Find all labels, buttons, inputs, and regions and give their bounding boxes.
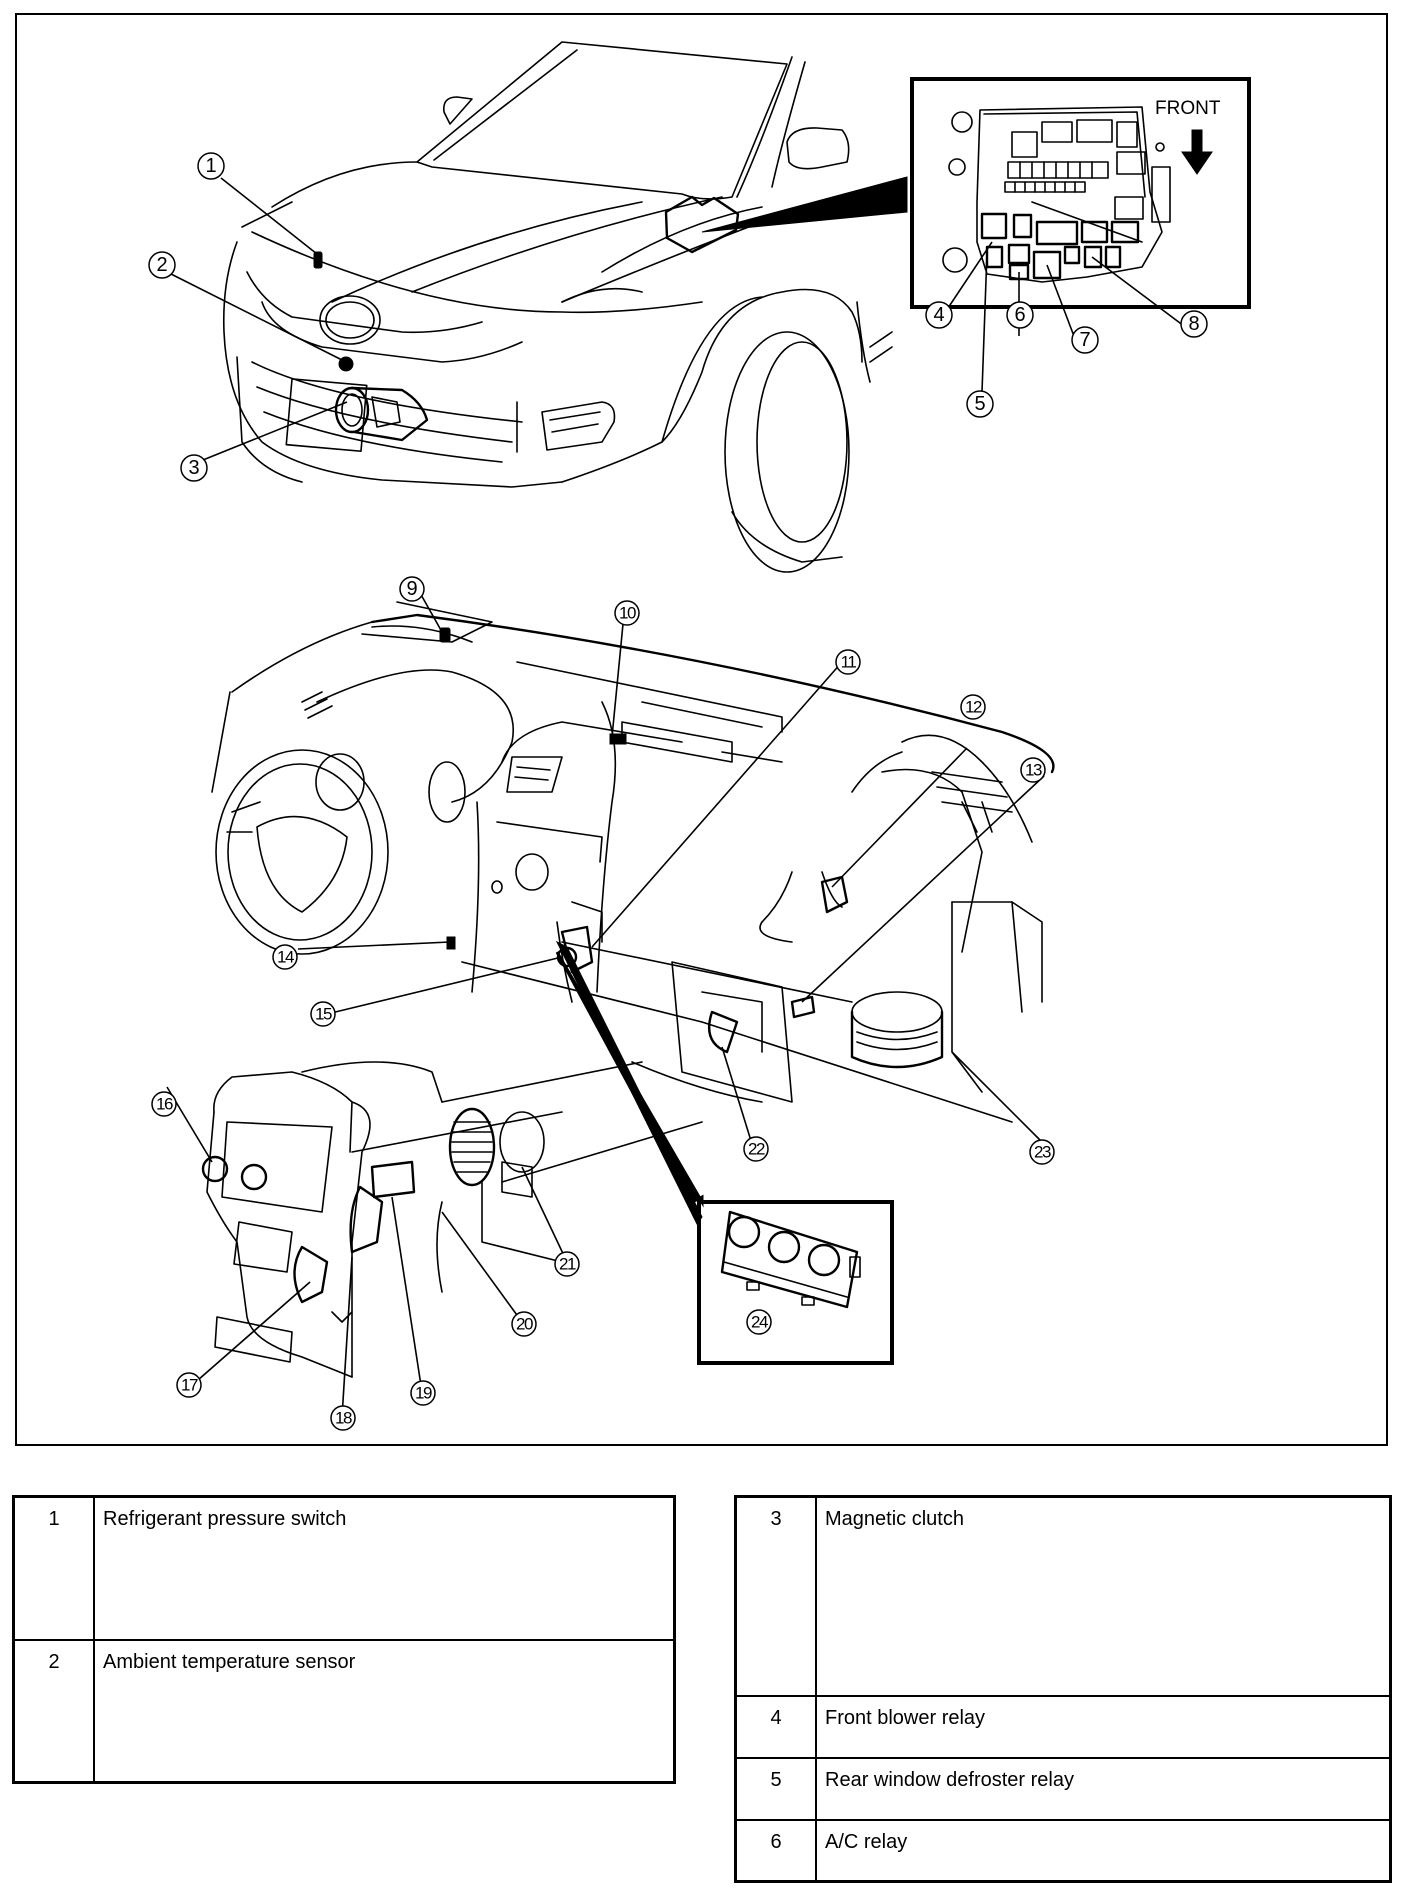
svg-text:22: 22 [748,1140,765,1159]
component-location-diagram: FRONT [15,13,1388,1446]
callout-15: 15 [310,1001,336,1027]
callout-14: 14 [272,944,298,970]
legend-number: 1 [12,1495,95,1641]
callout-6: 6 [1006,301,1034,329]
pressure-switch-part [313,251,323,269]
front-label: FRONT [1155,98,1221,119]
switch-part-14 [446,936,456,950]
ambient-sensor-part [338,356,354,372]
callout-19: 19 [410,1380,436,1406]
callout-12: 12 [960,694,986,720]
callout-18: 18 [330,1405,356,1431]
svg-text:21: 21 [559,1255,576,1274]
callout-1: 1 [197,152,225,180]
legend-description: Rear window defroster relay [815,1756,1392,1821]
compressor-part [334,386,429,442]
svg-text:15: 15 [315,1005,332,1024]
legend-description: A/C relay [815,1818,1392,1883]
vehicle-front-view [222,41,908,573]
svg-text:20: 20 [516,1315,533,1334]
svg-text:3: 3 [188,457,199,479]
svg-text:9: 9 [406,578,417,600]
callout-markers: 1 2 3 4 5 6 7 8 9 10 11 12 13 14 15 16 1… [148,152,1208,1431]
callout-24: 24 [746,1309,772,1335]
legend-number: 5 [734,1756,817,1821]
diagram-artwork: FRONT [148,41,1251,1431]
legend-row: 6 A/C relay [734,1818,1392,1883]
callout-5: 5 [966,390,994,418]
svg-text:5: 5 [974,393,985,415]
callout-22: 22 [743,1136,769,1162]
rear-console-view [201,1061,703,1378]
dashboard-view [211,601,1055,1123]
legend-description: Magnetic clutch [815,1495,1392,1697]
legend-description: Front blower relay [815,1694,1392,1759]
callout-11: 11 [835,649,861,675]
callout-2: 2 [148,251,176,279]
fuse-box-inset: FRONT [910,77,1251,309]
svg-text:17: 17 [181,1376,198,1395]
climate-control-panel-inset [555,940,894,1365]
callout-7: 7 [1071,326,1099,354]
legend-number: 6 [734,1818,817,1883]
callout-3: 3 [180,454,208,482]
svg-text:12: 12 [965,698,982,717]
callout-20: 20 [511,1311,537,1337]
svg-text:18: 18 [335,1409,352,1428]
legend-number: 4 [734,1694,817,1759]
svg-text:1: 1 [205,155,216,177]
svg-text:10: 10 [619,604,636,623]
legend-description: Refrigerant pressure switch [93,1495,676,1641]
control-panel-drawing [720,1210,861,1309]
svg-text:13: 13 [1025,761,1042,780]
svg-text:11: 11 [841,653,857,672]
svg-text:23: 23 [1034,1143,1051,1162]
actuator-part-12 [820,875,849,914]
callout-10: 10 [614,600,640,626]
svg-text:19: 19 [415,1384,432,1403]
legend-row: 3 Magnetic clutch [734,1495,1392,1697]
svg-text:7: 7 [1079,329,1090,351]
svg-text:4: 4 [933,304,944,326]
cabin-temp-sensor-part [609,733,627,745]
callout-17: 17 [176,1372,202,1398]
callout-9: 9 [399,576,425,602]
legend-row: 5 Rear window defroster relay [734,1756,1392,1821]
arrow-down-icon [1181,129,1213,175]
svg-text:24: 24 [751,1313,768,1332]
svg-text:8: 8 [1188,313,1199,335]
svg-text:14: 14 [277,948,294,967]
legend-table-right: 3 Magnetic clutch 4 Front blower relay 5… [734,1495,1392,1883]
legend-table-left: 1 Refrigerant pressure switch 2 Ambient … [12,1495,676,1784]
callout-23: 23 [1029,1139,1055,1165]
legend-description: Ambient temperature sensor [93,1638,676,1784]
actuator-part-22 [707,1010,739,1054]
legend-row: 4 Front blower relay [734,1694,1392,1759]
callout-13: 13 [1020,757,1046,783]
callout-8: 8 [1180,310,1208,338]
legend-number: 3 [734,1495,817,1697]
legend-row: 1 Refrigerant pressure switch [12,1495,676,1641]
callout-16: 16 [151,1091,177,1117]
svg-text:2: 2 [156,254,167,276]
legend-row: 2 Ambient temperature sensor [12,1638,676,1784]
callout-21: 21 [554,1251,580,1277]
fuse-box-drawing [942,106,1171,283]
svg-text:6: 6 [1014,304,1025,326]
callout-4: 4 [925,301,953,329]
svg-text:16: 16 [156,1095,173,1114]
legend-number: 2 [12,1638,95,1784]
